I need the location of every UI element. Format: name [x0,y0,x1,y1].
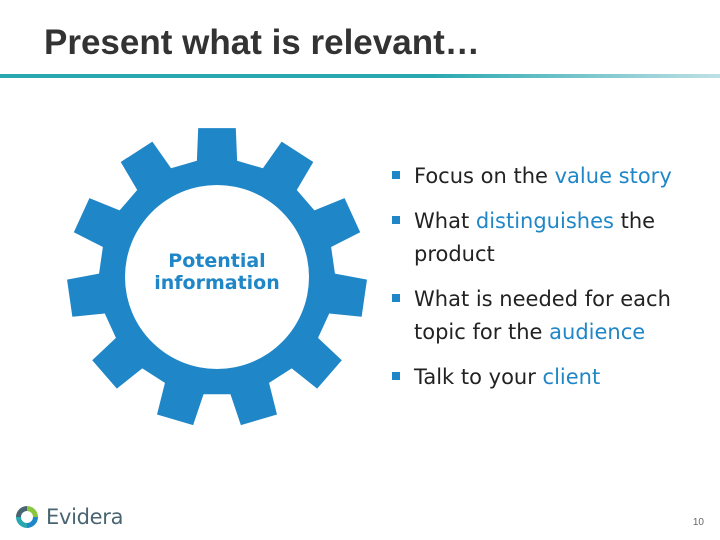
bullet-item: What is needed for each topic for the au… [390,283,710,349]
gear-label-line1: Potential [168,250,266,272]
bullet-item: Talk to your client [390,361,710,394]
bullet-text-segment: What is needed for each topic for the [414,287,671,344]
gear-icon [67,128,367,426]
bullet-text-segment: Focus on the [414,164,555,188]
page-number: 10 [692,517,704,528]
gear-label: Potential information [62,250,372,294]
bullet-text-segment: What [414,209,476,233]
bullet-highlight: audience [549,320,646,344]
square-bullet-icon [392,294,400,302]
logo-text: Evidera [46,505,124,529]
bullet-text: Talk to your client [414,365,600,389]
bullet-highlight: distinguishes [475,209,614,233]
evidera-logo: Evidera [14,502,123,532]
slide-title: Present what is relevant… [44,23,480,62]
square-bullet-icon [392,171,400,179]
bullet-text-segment: the product [414,209,656,266]
bullet-item: Focus on the value story [390,160,710,193]
square-bullet-icon [392,216,400,224]
square-bullet-icon [392,372,400,380]
evidera-logo-icon [16,506,38,528]
gear-label-line2: information [154,272,280,294]
bullet-text: What distinguishes the product [414,209,655,266]
bullet-highlight: value story [554,164,672,188]
bullet-highlight: client [542,365,601,389]
bullet-text: Focus on the value story [414,164,672,188]
bullet-list: Focus on the value story What distinguis… [390,160,710,406]
bullet-item: What distinguishes the product [390,205,710,271]
bullet-text-segment: Talk to your [414,365,543,389]
bullet-text: What is needed for each topic for the au… [414,287,671,344]
gear-graphic: Potential information [62,122,372,432]
title-divider [0,74,720,78]
